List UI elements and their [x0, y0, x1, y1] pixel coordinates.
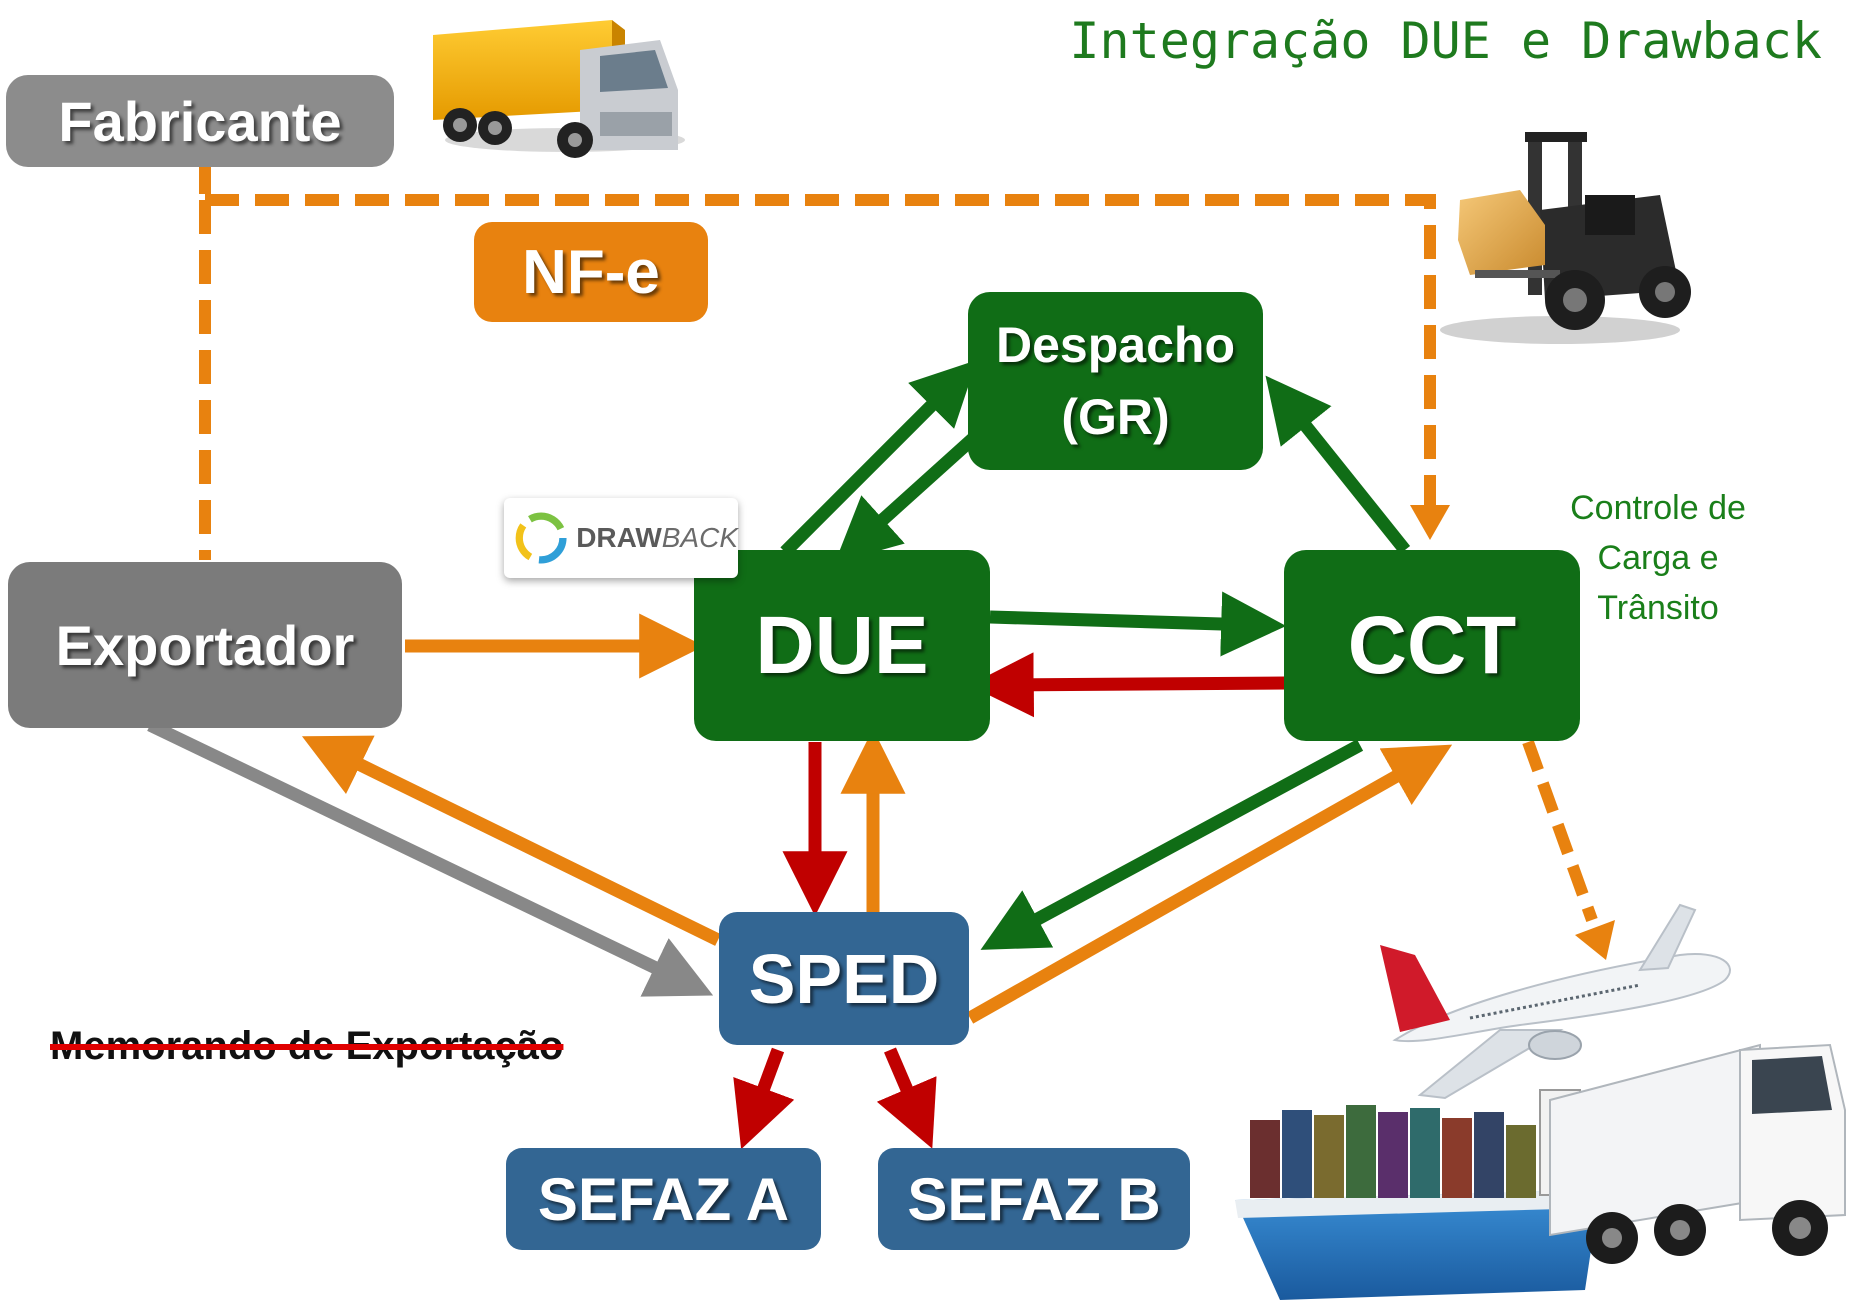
truck-icon: [433, 20, 685, 158]
sefaz-a-label: SEFAZ A: [537, 1165, 790, 1233]
due-box: DUE: [694, 550, 990, 741]
sped-box: SPED: [719, 912, 969, 1045]
sefaz-b-label: SEFAZ B: [907, 1165, 1161, 1233]
sefaz-b-box: SEFAZ B: [878, 1148, 1190, 1250]
drawback-logo: DRAWBACK: [504, 498, 738, 578]
nfe-label: NF-e: [522, 237, 660, 307]
cargo-ship-icon: [1235, 1089, 1600, 1300]
semi-truck-icon: [1549, 1043, 1846, 1264]
sped-label: SPED: [748, 939, 940, 1018]
airplane-icon: [1380, 903, 1731, 1100]
nfe-box: NF-e: [474, 222, 708, 322]
sped-to-cct-arrow: [966, 744, 1453, 1024]
cct-to-transport-arrowhead: [1575, 920, 1615, 960]
cct-to-transport-dashed-arrow: [1522, 739, 1598, 923]
fabricante-label: Fabricante: [58, 89, 342, 153]
despacho-box: Despacho (GR): [968, 292, 1263, 470]
memorando-exportacao-struck: Memorando de Exportação: [50, 1024, 564, 1068]
due-to-cct-arrow: [989, 591, 1287, 657]
cct-side-note: Controle de Carga e Trânsito: [1548, 483, 1768, 633]
due-to-despacho-arrow: [780, 359, 978, 557]
side-note-line1: Controle de: [1570, 489, 1746, 527]
exportador-box: Exportador: [8, 562, 402, 728]
cct-box: CCT: [1284, 550, 1580, 741]
cct-to-sped-arrow: [980, 739, 1364, 950]
cct-to-despacho-arrow: [1265, 375, 1411, 555]
despacho-to-due-arrow: [834, 429, 983, 563]
exportador-label: Exportador: [55, 613, 355, 677]
sped-to-exportador-arrow: [301, 735, 721, 946]
exportador-to-sped-arrow: [147, 719, 714, 997]
forklift-icon: [1440, 132, 1691, 344]
cct-to-due-arrow: [968, 652, 1286, 718]
sped-to-sefaz-a-arrow: [733, 1047, 795, 1150]
page-title: Integração DUE e Drawback: [1069, 12, 1822, 70]
fabricante-box: Fabricante: [6, 75, 394, 167]
due-label: DUE: [755, 599, 929, 691]
drawback-logo-icon: [515, 512, 567, 564]
drawback-logo-text: DRAWBACK: [576, 522, 738, 553]
side-note-line2: Carga e: [1597, 539, 1719, 577]
sped-to-sefaz-b-arrow: [876, 1047, 937, 1149]
despacho-label-line2: (GR): [1061, 389, 1170, 445]
sefaz-a-box: SEFAZ A: [506, 1148, 821, 1250]
despacho-label-line1: Despacho: [996, 317, 1235, 373]
cct-label: CCT: [1347, 599, 1517, 691]
side-note-line3: Trânsito: [1597, 589, 1719, 627]
nfe-dashed-arrowhead: [1410, 505, 1450, 540]
